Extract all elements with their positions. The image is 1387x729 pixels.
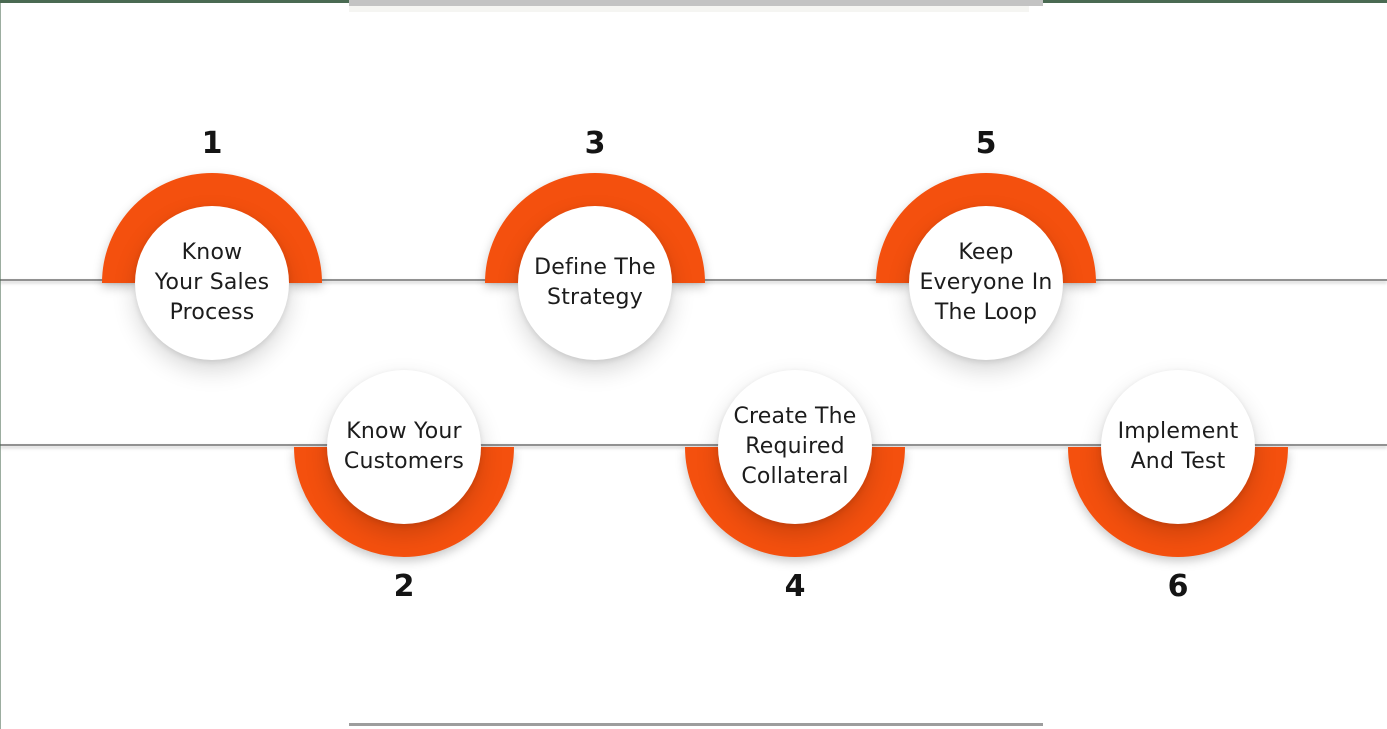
process-step-1: 1 Know Your Sales Process [102,126,322,360]
half-ring-arc [876,173,1096,283]
step-circle: Create The Required Collateral [718,370,872,524]
step-circle: Know Your Customers [327,370,481,524]
step-circle: Keep Everyone In The Loop [909,206,1063,360]
process-step-2: 2 Know Your Customers [294,370,514,604]
step-circle: Implement And Test [1101,370,1255,524]
process-step-5: 5 Keep Everyone In The Loop [876,126,1096,360]
step-label: Keep Everyone In The Loop [919,240,1053,325]
step-number: 5 [975,126,997,161]
half-ring-arc [1068,447,1288,557]
step-circle: Know Your Sales Process [135,206,289,360]
half-ring-arc [102,173,322,283]
step-number: 2 [393,569,415,604]
step-circle: Define The Strategy [518,206,672,360]
bottom-cropped-gray-line [349,723,1043,726]
step-number: 6 [1167,569,1189,604]
process-step-4: 4 Create The Required Collateral [685,370,905,604]
step-number: 1 [201,126,223,161]
step-label: Implement And Test [1117,419,1239,474]
step-label: Create The Required Collateral [733,404,857,489]
left-edge-green-line [0,0,1,729]
step-number: 4 [784,569,806,604]
step-number: 3 [584,126,606,161]
process-step-6: 6 Implement And Test [1068,370,1288,604]
top-cropped-gray-bar [349,0,1043,6]
step-label: Know Your Sales Process [154,240,270,325]
timeline-line-bottom [0,444,1387,446]
half-ring-arc [685,447,905,557]
step-label: Define The Strategy [534,255,656,310]
top-cropped-soft-bar [349,6,1029,12]
half-ring-arc [294,447,514,557]
process-step-3: 3 Define The Strategy [485,126,705,360]
half-ring-arc [485,173,705,283]
step-label: Know Your Customers [343,419,465,474]
